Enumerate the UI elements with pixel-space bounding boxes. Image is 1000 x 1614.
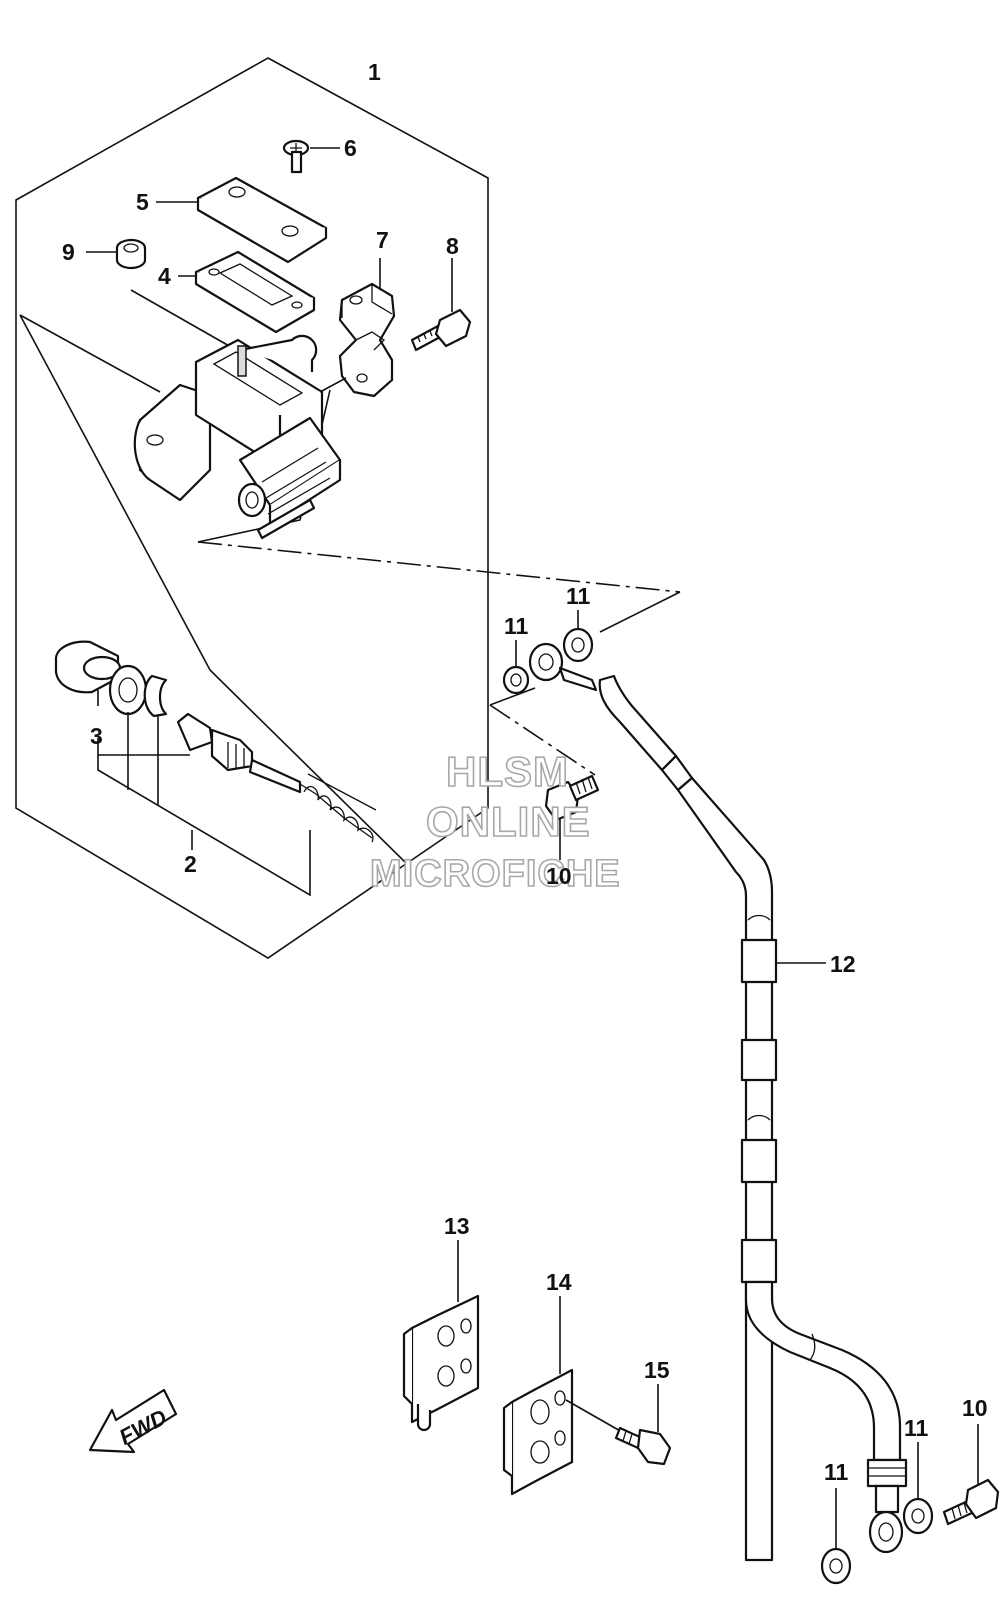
leader-line <box>97 738 190 756</box>
dashdot-line <box>197 541 681 593</box>
banjo-bolt-part-10-upper <box>544 774 600 822</box>
leader-line <box>489 687 536 706</box>
diaphragm-plate-part-4 <box>194 250 316 334</box>
leader-line <box>97 755 311 897</box>
callout-9: 9 <box>62 239 75 265</box>
callout-11-lower-left: 11 <box>824 1459 849 1485</box>
banjo-bolt-part-10-lower <box>942 1478 1000 1526</box>
callout-12: 12 <box>830 951 856 977</box>
lower-washer-11 <box>820 1547 852 1585</box>
upper-washer-11 <box>562 627 594 663</box>
callout-labels: 1 2 3 4 5 6 7 8 9 10 10 11 11 11 11 12 1… <box>62 59 988 1485</box>
lower-washer-11 <box>902 1497 934 1535</box>
leader-line <box>130 289 246 356</box>
screw-part-6 <box>282 139 310 174</box>
callout-15: 15 <box>644 1357 670 1383</box>
banjo-fitting-upper <box>528 642 598 692</box>
watermark-line-3: MICROFICHE <box>370 853 621 895</box>
brake-hose-part-12 <box>598 674 908 1562</box>
callout-4: 4 <box>158 263 171 289</box>
callout-8: 8 <box>446 233 459 259</box>
boot-part-9 <box>115 238 147 270</box>
clamp-part-7 <box>338 282 396 398</box>
watermark-line-2: ONLINE <box>426 798 591 845</box>
piston-kit <box>54 640 377 843</box>
leader-line <box>209 669 409 866</box>
master-cylinder-body <box>133 334 342 540</box>
callout-2: 2 <box>184 851 197 877</box>
callout-13: 13 <box>444 1213 470 1239</box>
bolt-part-15 <box>614 1426 672 1466</box>
callout-10-upper: 10 <box>546 863 572 889</box>
leader-line <box>565 1399 623 1433</box>
callout-1: 1 <box>368 59 381 85</box>
callout-10-lower: 10 <box>962 1395 988 1421</box>
callout-3: 3 <box>90 723 103 749</box>
leader-line <box>319 377 347 393</box>
callout-5: 5 <box>136 189 149 215</box>
bolt-part-8 <box>410 308 472 352</box>
reservoir-cap-part-5 <box>196 176 328 264</box>
callout-11-upper-left: 11 <box>504 613 529 639</box>
leader-line <box>19 314 211 671</box>
leader-line <box>19 314 161 393</box>
assembly-outline <box>15 57 489 959</box>
bracket-part-14 <box>502 1368 574 1496</box>
leader-line <box>599 591 681 633</box>
callout-6: 6 <box>344 135 357 161</box>
callout-7: 7 <box>376 227 389 253</box>
callout-11-upper-right: 11 <box>566 583 591 609</box>
watermark: HLSM ONLINE MICROFICHE <box>369 747 621 896</box>
callout-11-lower-right: 11 <box>904 1415 929 1441</box>
callout-14: 14 <box>546 1269 572 1295</box>
upper-washer-11 <box>502 665 530 695</box>
watermark-line-1: HLSM <box>446 748 569 795</box>
fwd-arrow-icon: FWD <box>88 1388 178 1454</box>
bracket-part-13 <box>402 1294 480 1432</box>
dashdot-line <box>489 704 596 776</box>
